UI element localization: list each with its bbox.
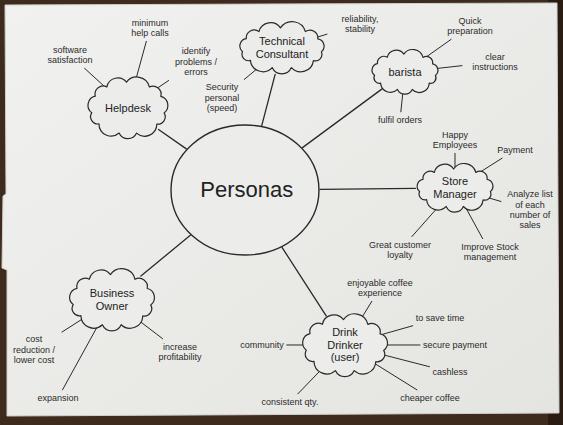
branch-note: clear instructions	[465, 52, 525, 73]
node-text-group: Store Manager	[428, 175, 481, 200]
node-label: Helpdesk	[105, 102, 151, 115]
node-text-group: barista	[388, 66, 421, 79]
cloud-border	[70, 269, 155, 331]
leader-line	[379, 326, 412, 336]
branch-note: community	[240, 340, 284, 350]
node-text-group: Business Owner	[82, 287, 142, 312]
leader-lines	[62, 34, 502, 394]
branch-note: Quick preparation	[440, 16, 500, 37]
persona-cloud: Helpdesk	[80, 71, 176, 145]
node-label: Business Owner	[82, 287, 142, 312]
branch-note: reliability, stability	[330, 14, 390, 35]
node-label: Technical Consultant	[252, 35, 312, 60]
leader-line	[466, 208, 483, 239]
leader-line	[135, 41, 146, 82]
branch-note: cost reduction / lower cost	[9, 334, 59, 365]
cloud-border	[88, 77, 168, 139]
branch-note: enjoyable coffee experience	[340, 278, 420, 299]
node-label: Drink Drinker (user)	[315, 326, 375, 364]
branch-note: cheaper coffee	[400, 393, 459, 403]
leader-line	[62, 325, 98, 390]
paper-sheet	[2, 3, 559, 416]
node-text-group: Helpdesk	[105, 102, 151, 115]
leader-line	[380, 354, 430, 367]
branch-line	[320, 188, 415, 190]
branch-note: cashless	[432, 367, 467, 377]
node-text-group: Personas	[200, 177, 289, 202]
leader-line	[454, 153, 455, 167]
branch-note: increase profitability	[149, 342, 211, 363]
branch-note: Security personal (speed)	[197, 82, 247, 113]
branch-line	[141, 235, 190, 276]
branch-note: Analyze list of each number of sales	[504, 189, 556, 230]
leader-line	[425, 39, 451, 58]
node-label: barista	[388, 66, 421, 79]
branch-note: Payment	[497, 145, 533, 155]
branch-line	[302, 89, 381, 147]
persona-cloud: Business Owner	[61, 263, 163, 337]
circle-border	[171, 125, 319, 255]
persona-cloud: Drink Drinker (user)	[294, 308, 396, 383]
branch-note: consistent qty.	[262, 397, 319, 407]
node-text-group: Drink Drinker (user)	[315, 326, 375, 364]
leader-line	[373, 362, 417, 389]
cloud-border	[240, 22, 324, 74]
persona-cloud: Store Manager	[409, 159, 501, 217]
cloud-border	[417, 164, 493, 212]
node-label: Personas	[200, 177, 289, 202]
branch-note: expansion	[37, 393, 78, 403]
branch-line	[159, 129, 187, 148]
branch-note: secure payment	[423, 340, 487, 350]
branch-line	[282, 247, 326, 315]
node-text-group: Technical Consultant	[252, 35, 312, 60]
cloud-border	[372, 50, 438, 95]
branch-note: Great customer loyalty	[365, 240, 435, 261]
cloud-border	[303, 313, 388, 376]
branch-line	[262, 74, 275, 125]
branch-note: minimum help calls	[125, 18, 175, 39]
branch-note: identify problems / errors	[170, 46, 222, 77]
persona-cloud: Technical Consultant	[231, 17, 333, 79]
branch-note: Improve Stock management	[460, 242, 520, 263]
branch-note: fulfil orders	[378, 115, 422, 125]
persona-hub-circle: Personas	[170, 124, 320, 256]
leader-line	[412, 206, 439, 236]
node-label: Store Manager	[428, 175, 481, 200]
branch-note: software satisfaction	[39, 45, 101, 66]
persona-cloud: barista	[365, 45, 445, 99]
leader-line	[85, 68, 106, 87]
branch-note: to save time	[416, 313, 465, 323]
branch-note: Happy Employees	[428, 130, 483, 151]
